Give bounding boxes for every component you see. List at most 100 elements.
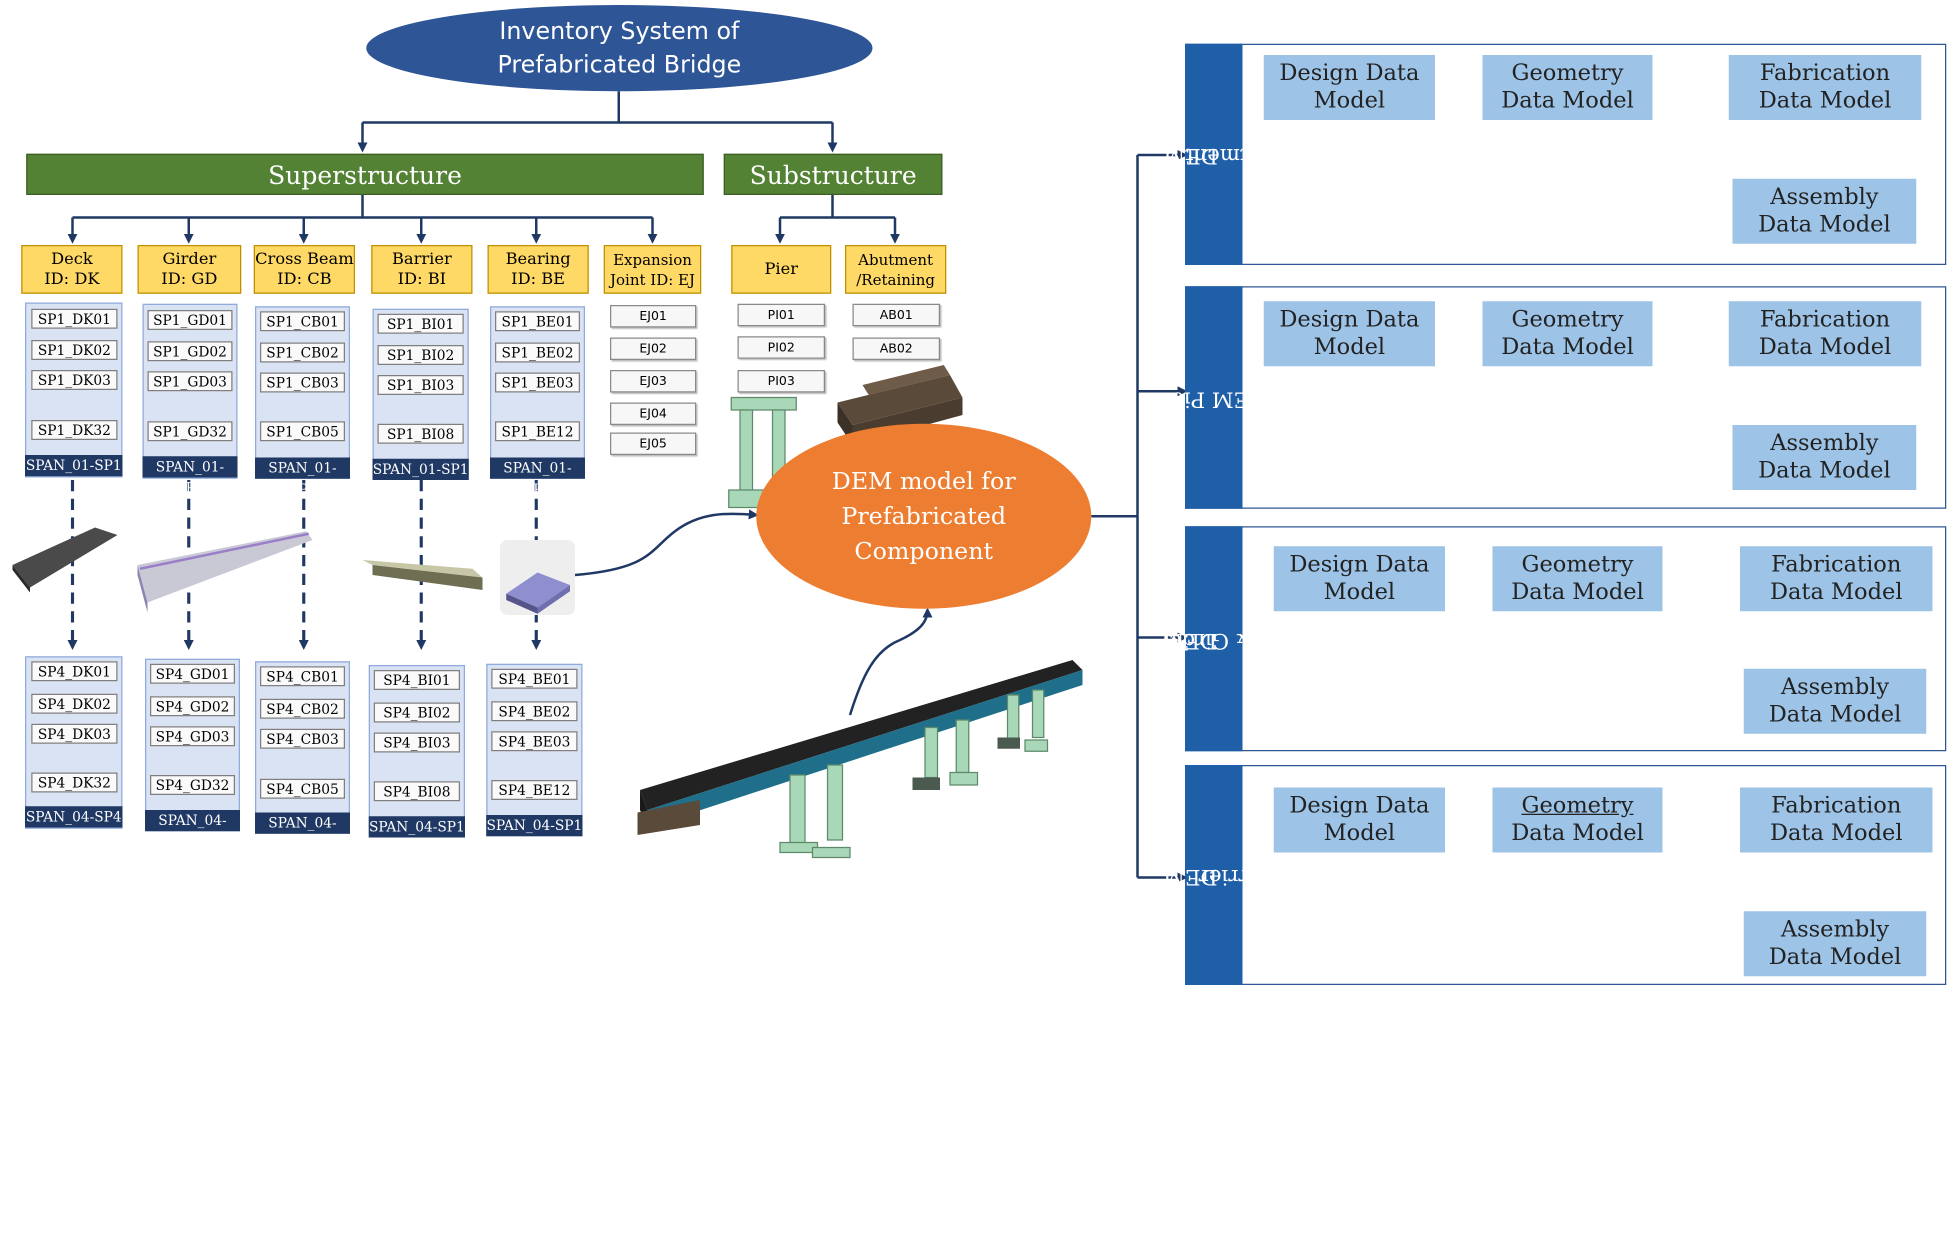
item-sp4-be12[interactable]: SP4_BE12: [491, 780, 578, 800]
item-sp4-gd32[interactable]: SP4_GD32: [150, 775, 235, 795]
item-sp1-cb05[interactable]: SP1_CB05: [260, 421, 345, 442]
item-sp1-dk03[interactable]: SP1_DK03: [31, 370, 118, 390]
item-sp4-dk03[interactable]: SP4_DK03: [31, 723, 118, 744]
deck-span-label-top: SPAN_01-SP1: [25, 455, 123, 477]
pier-label: Pier: [764, 259, 799, 279]
expansion-id: Joint ID: EJ: [609, 270, 696, 289]
bridge-model: [637, 660, 1083, 859]
title-line-1: Inventory System of: [499, 16, 740, 45]
item-sp1-gd32[interactable]: SP1_GD32: [147, 421, 233, 442]
dem-pier-label-1: DEM Pier: [1161, 385, 1267, 411]
girder-span-label-top: SPAN_01-SP1: [142, 456, 238, 496]
expansion-label: Expansion: [613, 250, 692, 269]
bearing-id: ID: BE: [511, 269, 566, 289]
dem-abutment-label-2: Abutment: [1184, 142, 1291, 168]
substructure-bar: Substructure: [723, 153, 943, 195]
item-sp1-be01[interactable]: SP1_BE01: [495, 311, 580, 332]
item-sp1-cb02[interactable]: SP1_CB02: [260, 342, 345, 363]
item-pi03[interactable]: PI03: [737, 370, 825, 393]
item-sp1-be12[interactable]: SP1_BE12: [495, 421, 580, 442]
item-ab01[interactable]: AB01: [852, 303, 940, 327]
item-sp1-be03[interactable]: SP1_BE03: [495, 372, 580, 393]
item-sp1-cb03[interactable]: SP1_CB03: [260, 372, 345, 393]
item-sp4-bi01[interactable]: SP4_BI01: [373, 670, 460, 690]
item-sp1-gd03[interactable]: SP1_GD03: [147, 371, 233, 392]
dem-model-line-2: Prefabricated: [841, 502, 1007, 531]
bearing-model: [500, 540, 575, 615]
title-line-2: Prefabricated Bridge: [497, 50, 742, 79]
category-pier: Pier: [731, 245, 832, 294]
deck-label: Deck: [51, 249, 93, 269]
girder-id: ID: GD: [161, 269, 218, 289]
item-sp1-bi03[interactable]: SP1_BI03: [377, 375, 464, 395]
item-sp1-dk02[interactable]: SP1_DK02: [31, 340, 118, 360]
item-sp4-bi02[interactable]: SP4_BI02: [373, 702, 460, 723]
item-sp4-be03[interactable]: SP4_BE03: [491, 731, 578, 752]
item-sp4-bi03[interactable]: SP4_BI03: [373, 732, 460, 753]
item-sp1-bi01[interactable]: SP1_BI01: [377, 313, 464, 334]
bearing-label: Bearing: [505, 249, 571, 269]
bearing-span-label-top: SPAN_01-SP1: [490, 457, 585, 498]
item-ej02[interactable]: EJ02: [610, 337, 697, 360]
item-ej05[interactable]: EJ05: [610, 432, 697, 455]
item-pi01[interactable]: PI01: [737, 303, 825, 327]
abutment-sublabel: /Retaining: [856, 270, 935, 289]
item-sp4-cb01[interactable]: SP4_CB01: [260, 666, 345, 687]
girder-label: Girder: [162, 249, 217, 269]
barrier-label: Barrier: [391, 249, 452, 269]
item-sp4-gd01[interactable]: SP4_GD01: [150, 663, 235, 684]
item-ej01[interactable]: EJ01: [610, 305, 697, 328]
category-abutment: Abutment/Retaining: [845, 245, 947, 294]
bearing-span-label-bottom: SPAN_04-SP1: [486, 815, 583, 837]
item-ej04[interactable]: EJ04: [610, 402, 697, 425]
dem-deck-girder-label-2: Deck & Girder: [1158, 626, 1317, 652]
item-sp1-gd01[interactable]: SP1_GD01: [147, 310, 233, 330]
item-sp4-be02[interactable]: SP4_BE02: [491, 701, 578, 722]
item-pi02[interactable]: PI02: [737, 336, 825, 359]
item-sp4-gd02[interactable]: SP4_GD02: [150, 696, 235, 717]
cross-beam-span-label-bottom: SPAN_04-SP4: [255, 812, 350, 853]
item-sp4-dk32[interactable]: SP4_DK32: [31, 772, 118, 793]
dem-model-ellipse: DEM model for Prefabricated Component: [756, 423, 1092, 609]
item-sp4-cb03[interactable]: SP4_CB03: [260, 728, 345, 749]
dem-barrier-label-2: Barrier: [1198, 863, 1277, 889]
item-sp4-gd03[interactable]: SP4_GD03: [150, 726, 235, 747]
item-sp1-bi08[interactable]: SP1_BI08: [377, 423, 464, 444]
item-sp4-cb05[interactable]: SP4_CB05: [260, 778, 345, 799]
girder-span-label-bottom: SPAN_04-SP4: [145, 810, 240, 850]
item-sp4-bi08[interactable]: SP4_BI08: [373, 781, 460, 802]
item-sp1-dk32[interactable]: SP1_DK32: [31, 420, 118, 440]
item-sp1-be02[interactable]: SP1_BE02: [495, 342, 580, 363]
item-sp4-dk01[interactable]: SP4_DK01: [31, 661, 118, 682]
dem-model-line-1: DEM model for: [831, 467, 1016, 496]
cross-beam-panel-span01: [255, 306, 350, 479]
item-sp4-cb02[interactable]: SP4_CB02: [260, 698, 345, 719]
cross-beam-label: Cross Beam: [255, 249, 354, 269]
deck-panel-span01: [25, 302, 123, 478]
item-sp4-be01[interactable]: SP4_BE01: [491, 668, 578, 689]
item-ej03[interactable]: EJ03: [610, 370, 697, 393]
item-sp1-cb01[interactable]: SP1_CB01: [260, 311, 345, 332]
girder-model: [137, 531, 313, 613]
item-sp1-bi02[interactable]: SP1_BI02: [377, 345, 464, 365]
item-sp4-dk02[interactable]: SP4_DK02: [31, 693, 118, 714]
item-sp1-gd02[interactable]: SP1_GD02: [147, 341, 233, 362]
item-ab02[interactable]: AB02: [852, 337, 940, 360]
item-sp1-dk01[interactable]: SP1_DK01: [31, 308, 118, 329]
